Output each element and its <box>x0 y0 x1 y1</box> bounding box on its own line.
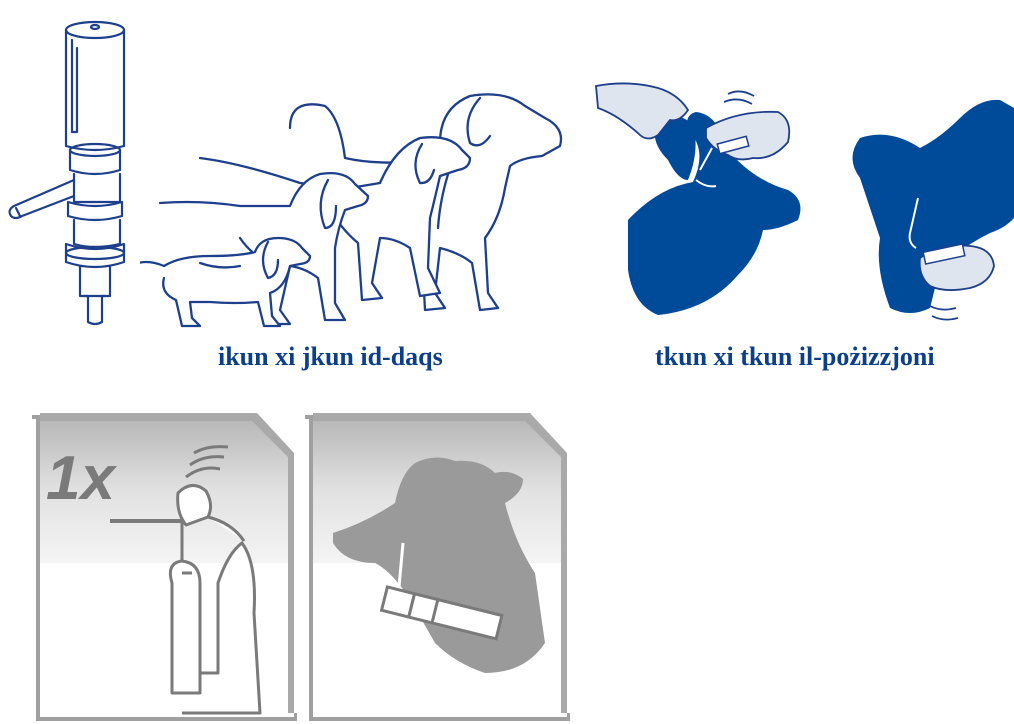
dog-head-icon <box>830 98 1014 338</box>
dogs-size-icon <box>140 88 570 338</box>
pipette-icon <box>0 4 140 334</box>
apply-neck-panel <box>305 413 570 721</box>
size-caption: ikun xi jkun id-daqs <box>218 342 443 372</box>
hand-apply-icon <box>588 80 808 320</box>
step-count-label: 1x <box>46 444 117 513</box>
position-caption: tkun xi tkun il-pożizzjoni <box>655 342 935 372</box>
press-pipette-panel: 1x <box>32 413 297 721</box>
